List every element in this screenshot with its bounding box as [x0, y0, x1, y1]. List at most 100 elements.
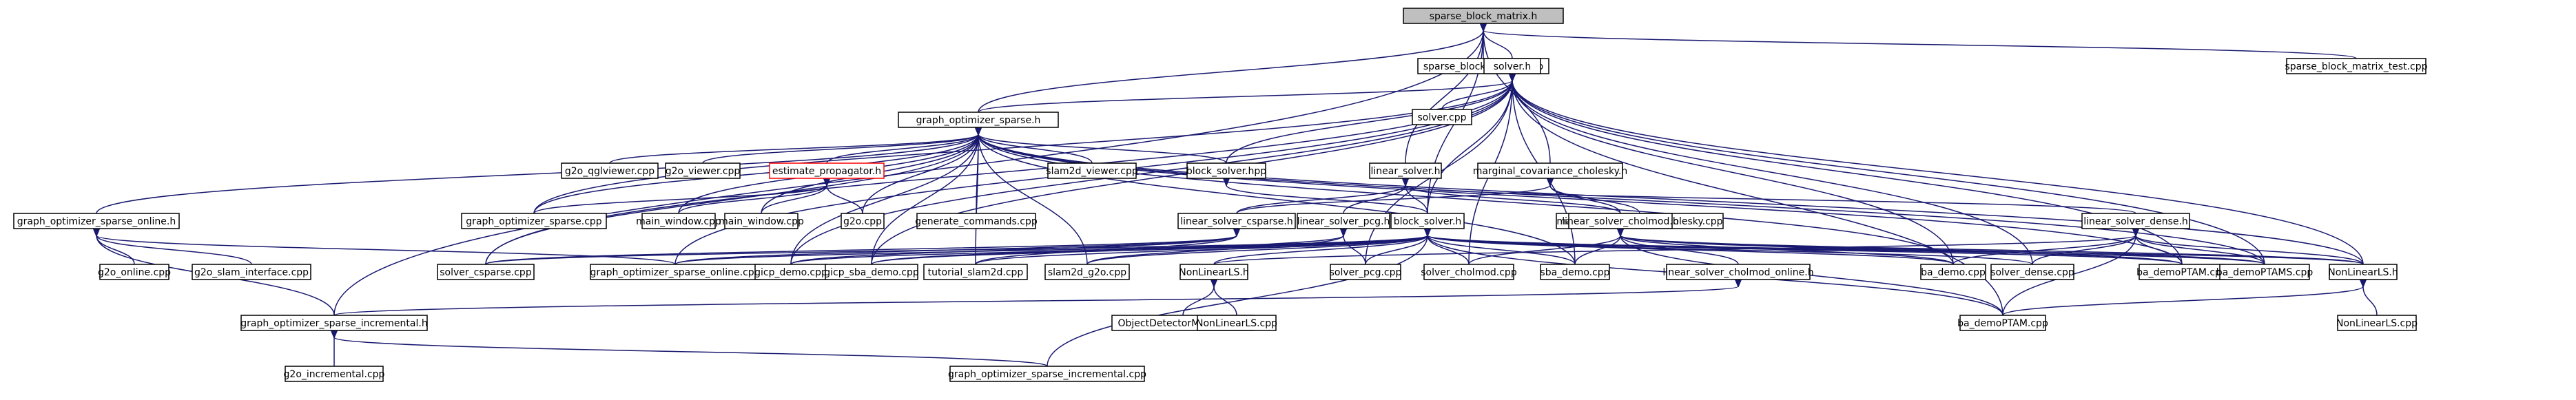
node-slam2d-viewer[interactable]: slam2d_viewer.cpp — [1046, 162, 1138, 179]
node-lscs-h[interactable]: linear_solver_csparse.h — [1177, 213, 1296, 229]
edge-ba_demo-to-solver_h — [1512, 81, 1954, 265]
node-label: linear_solver_csparse.h — [1180, 216, 1292, 227]
node-ba-ptam2[interactable]: ba_demoPTAM.cpp — [1957, 315, 2048, 331]
node-linear-solver-h[interactable]: linear_solver.h — [1369, 162, 1442, 179]
edge-gos_cpp-to-gos_h — [533, 134, 978, 214]
node-block-solver-hpp[interactable]: block_solver.hpp — [1186, 162, 1266, 179]
node-nonlinearls-cpp2[interactable]: NonLinearLS.cpp — [2336, 315, 2418, 331]
edge-lschol_h-to-linear_solver_h — [1405, 185, 1621, 214]
node-label: linear_solver_dense.h — [2083, 216, 2188, 227]
edge-solver_csparse-to-block_solver_h — [485, 235, 1428, 265]
node-label: linear_solver_cholmod_online.h — [1662, 267, 1813, 278]
node-lspcg-h[interactable]: linear_solver_pcg.h — [1297, 213, 1390, 229]
node-label: g2o_incremental.cpp — [284, 369, 385, 380]
edge-goso_cpp-to-goso_h — [96, 235, 676, 265]
node-gosi-h[interactable]: graph_optimizer_sparse_incremental.h — [240, 315, 428, 331]
node-main-window1[interactable]: main_window.cpp — [636, 213, 721, 229]
node-sbm-test[interactable]: sparse_block_matrix_test.cpp — [2285, 58, 2428, 74]
node-mcc-h[interactable]: marginal_covariance_cholesky.h — [1473, 162, 1628, 179]
edge-gicp_demo-to-gos_h — [790, 134, 978, 265]
node-solver-cpp[interactable]: solver.cpp — [1412, 109, 1472, 125]
edge-goso_h-to-gos_h — [96, 134, 978, 214]
edge-sbm_test-to-sbm_h — [1483, 30, 2357, 59]
node-label: slam2d_g2o.cpp — [1048, 267, 1126, 278]
node-g2o-viewer[interactable]: g2o_viewer.cpp — [665, 162, 741, 179]
node-g2o-slam[interactable]: g2o_slam_interface.cpp — [192, 264, 311, 280]
edge-main_window1-to-est_prop — [678, 185, 827, 214]
node-label: main_window.cpp — [719, 216, 804, 227]
edge-gosi_h-to-sbm_h — [333, 30, 1483, 316]
node-gos-h[interactable]: graph_optimizer_sparse.h — [898, 112, 1059, 128]
edge-ba_demo-to-gos_h — [978, 134, 1954, 265]
node-gicp-sba[interactable]: gicp_sba_demo.cpp — [824, 264, 919, 280]
edge-lscs_h-to-mcc_h — [1236, 185, 1550, 214]
edge-nonlinearls2-to-lschol_h — [1620, 235, 2364, 265]
edge-main_window2-to-est_prop — [761, 185, 827, 214]
node-tutorial[interactable]: tutorial_slam2d.cpp — [923, 264, 1028, 280]
edge-gicp_sba-to-block_solver_h — [871, 235, 1428, 265]
node-ba-ptams[interactable]: ba_demoPTAMS.cpp — [2216, 264, 2314, 280]
node-slam2d-g2o[interactable]: slam2d_g2o.cpp — [1044, 264, 1130, 280]
node-g2o-online[interactable]: g2o_online.cpp — [98, 264, 171, 280]
node-label: g2o.cpp — [843, 216, 882, 227]
node-label: block_solver.h — [1394, 216, 1462, 227]
edge-gos_h-to-sbm_h — [978, 30, 1483, 113]
edge-solver_cholmod-to-lschol_h — [1468, 235, 1620, 265]
node-block-solver-h[interactable]: block_solver.h — [1390, 213, 1465, 229]
node-solver-dense[interactable]: solver_dense.cpp — [1990, 264, 2074, 280]
edge-tutorial-to-gos_h — [976, 134, 978, 265]
node-solver-cholmod[interactable]: solver_cholmod.cpp — [1421, 264, 1517, 280]
edge-solver_pcg-to-lspcg_h — [1343, 235, 1366, 265]
node-nonlinearls-cpp1[interactable]: NonLinearLS.cpp — [1196, 315, 1277, 331]
node-nonlinearls2[interactable]: NonLinearLS.h — [2328, 264, 2398, 280]
node-label: marginal_covariance_cholesky.h — [1473, 166, 1628, 177]
edge-g2o_cpp-to-gos_h — [862, 134, 978, 214]
node-goso-cpp[interactable]: graph_optimizer_sparse_online.cpp — [590, 264, 761, 280]
node-label: NonLinearLS.h — [1179, 267, 1248, 278]
node-solver-h[interactable]: solver.h — [1483, 58, 1541, 74]
node-gosi-cpp[interactable]: graph_optimizer_sparse_incremental.cpp — [948, 366, 1146, 382]
node-est-prop[interactable]: estimate_propagator.h — [769, 162, 885, 179]
edge-solver_cholmod-to-block_solver_h — [1428, 235, 1470, 265]
node-solver-pcg[interactable]: solver_pcg.cpp — [1330, 264, 1402, 280]
edge-ba_ptams-to-gos_h — [978, 134, 2265, 265]
edge-ba_ptams-to-block_solver_h — [1428, 235, 2265, 265]
node-label: solver_pcg.cpp — [1330, 267, 1402, 278]
node-lschol-h[interactable]: linear_solver_cholmod.h — [1562, 213, 1679, 229]
edge-nonlinearls1-to-block_solver_h — [1213, 235, 1428, 265]
node-label: sparse_block_matrix_test.cpp — [2285, 61, 2427, 72]
node-label: NonLinearLS.cpp — [2336, 318, 2418, 329]
node-label: main_window.cpp — [636, 216, 721, 227]
node-ba-ptam[interactable]: ba_demoPTAM.cpp — [2136, 264, 2227, 280]
edge-nonlinearls_cpp2-to-nonlinearls2 — [2363, 286, 2378, 316]
node-goso-h[interactable]: graph_optimizer_sparse_online.h — [13, 213, 180, 229]
node-label: graph_optimizer_sparse.h — [916, 115, 1041, 126]
edge-g2o_qgl-to-gos_h — [609, 134, 978, 164]
edge-ba_ptam-to-gos_h — [978, 134, 2183, 265]
node-lsdense-h[interactable]: linear_solver_dense.h — [2081, 213, 2190, 229]
node-sbm-h[interactable]: sparse_block_matrix.h — [1403, 8, 1564, 24]
edge-block_solver_hpp-to-gos_h — [978, 134, 1227, 164]
node-label: graph_optimizer_sparse.cpp — [466, 216, 602, 227]
node-g2o-qgl[interactable]: g2o_qglviewer.cpp — [561, 162, 659, 179]
node-gos-cpp[interactable]: graph_optimizer_sparse.cpp — [461, 213, 607, 229]
node-nonlinearls1[interactable]: NonLinearLS.h — [1179, 264, 1249, 280]
node-label: slam2d_viewer.cpp — [1046, 166, 1138, 177]
edge-gos_cpp-to-est_prop — [533, 185, 827, 214]
node-lscholo-h[interactable]: linear_solver_cholmod_online.h — [1662, 264, 1814, 280]
node-label: sba_demo.cpp — [1540, 267, 1609, 278]
node-label: g2o_qglviewer.cpp — [565, 166, 655, 177]
node-sba-demo[interactable]: sba_demo.cpp — [1540, 264, 1610, 280]
node-gicp-demo[interactable]: gicp_demo.cpp — [754, 264, 827, 280]
node-ba-demo[interactable]: ba_demo.cpp — [1920, 264, 1986, 280]
node-g2o-inc[interactable]: g2o_incremental.cpp — [284, 366, 385, 382]
edge-slam2d_g2o-to-block_solver_h — [1086, 235, 1428, 265]
node-label: solver.h — [1494, 61, 1531, 72]
node-gen-cmd[interactable]: generate_commands.cpp — [915, 213, 1038, 229]
node-label: ba_demoPTAM.cpp — [2136, 267, 2227, 278]
node-label: g2o_viewer.cpp — [666, 166, 741, 177]
node-solver-csparse[interactable]: solver_csparse.cpp — [437, 264, 535, 280]
node-label: solver_dense.cpp — [1990, 267, 2074, 278]
node-g2o-cpp[interactable]: g2o.cpp — [841, 213, 885, 229]
node-main-window2[interactable]: main_window.cpp — [719, 213, 804, 229]
